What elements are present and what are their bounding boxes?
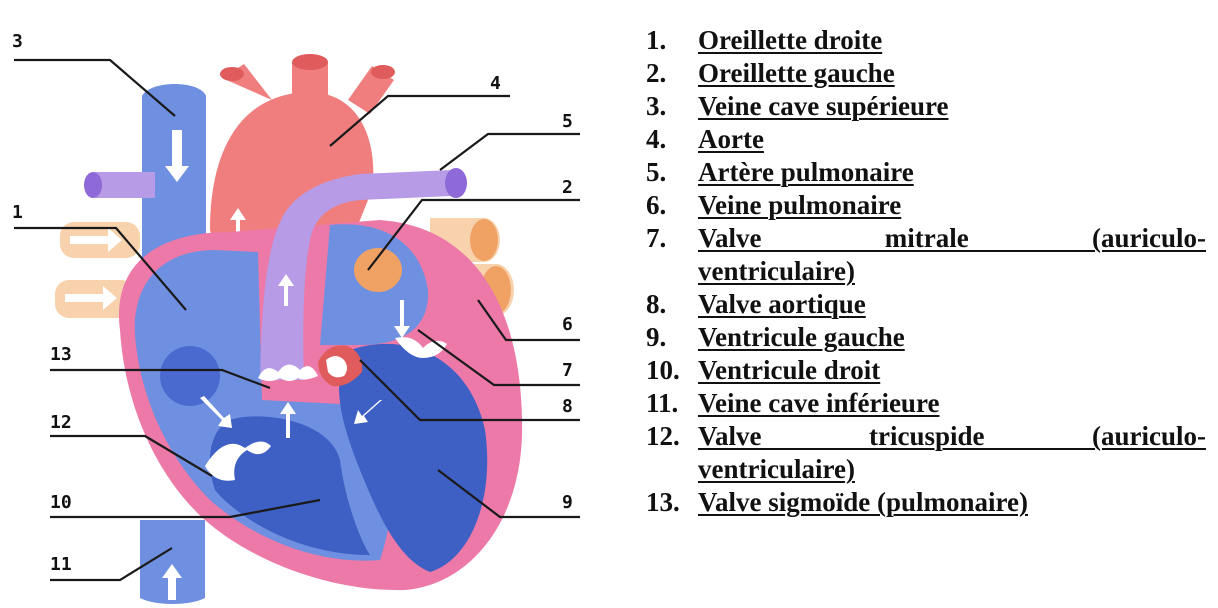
label-1: 1 — [12, 202, 23, 223]
heart-diagram: 3 4 5 2 1 6 13 7 8 12 10 9 11 — [0, 0, 600, 608]
legend-number: 13. — [646, 486, 698, 519]
legend-text-line1: Valve tricuspide (auriculo- — [698, 420, 1206, 453]
legend-number: 8. — [646, 288, 698, 321]
legend-text: Veine cave inférieure — [698, 387, 939, 420]
label-9: 9 — [562, 492, 573, 513]
legend-item-10: 10.Ventricule droit — [646, 354, 1206, 387]
legend-text: Oreillette droite — [698, 24, 882, 57]
legend-text: Ventricule gauche — [698, 321, 905, 354]
label-4: 4 — [490, 73, 501, 94]
label-6: 6 — [562, 314, 573, 335]
legend-item-12: 12.Valve tricuspide (auriculo-ventricula… — [646, 420, 1206, 486]
label-7: 7 — [562, 360, 573, 381]
legend-number: 7. — [646, 222, 698, 288]
label-10: 10 — [50, 492, 72, 513]
legend-item-9: 9.Ventricule gauche — [646, 321, 1206, 354]
legend-number: 4. — [646, 123, 698, 156]
legend-text: Veine pulmonaire — [698, 189, 901, 222]
legend-text: Veine cave supérieure — [698, 90, 948, 123]
legend-number: 9. — [646, 321, 698, 354]
label-5: 5 — [562, 111, 573, 132]
legend-number: 12. — [646, 420, 698, 486]
label-3: 3 — [12, 31, 23, 52]
legend-text: Valve aortique — [698, 288, 866, 321]
legend-number: 11. — [646, 387, 698, 420]
legend-text: Artère pulmonaire — [698, 156, 914, 189]
legend-number: 2. — [646, 57, 698, 90]
label-11: 11 — [50, 554, 72, 575]
legend-item-7: 7.Valve mitrale (auriculo-ventriculaire) — [646, 222, 1206, 288]
legend-item-6: 6.Veine pulmonaire — [646, 189, 1206, 222]
legend-text-line2: ventriculaire) — [698, 255, 1206, 288]
label-8: 8 — [562, 396, 573, 417]
legend-number: 10. — [646, 354, 698, 387]
legend-item-3: 3.Veine cave supérieure — [646, 90, 1206, 123]
legend-text: Aorte — [698, 123, 764, 156]
legend-text: Valve sigmoïde (pulmonaire) — [698, 486, 1028, 519]
legend-item-11: 11.Veine cave inférieure — [646, 387, 1206, 420]
legend-text: Ventricule droit — [698, 354, 880, 387]
legend-item-13: 13.Valve sigmoïde (pulmonaire) — [646, 486, 1206, 519]
legend-text-line2: ventriculaire) — [698, 453, 1206, 486]
legend-list: 1.Oreillette droite 2.Oreillette gauche … — [646, 24, 1206, 519]
legend-number: 3. — [646, 90, 698, 123]
legend-number: 5. — [646, 156, 698, 189]
legend-number: 1. — [646, 24, 698, 57]
label-2: 2 — [562, 177, 573, 198]
legend-item-1: 1.Oreillette droite — [646, 24, 1206, 57]
legend-item-8: 8.Valve aortique — [646, 288, 1206, 321]
legend-number: 6. — [646, 189, 698, 222]
legend-item-4: 4.Aorte — [646, 123, 1206, 156]
legend-text: Oreillette gauche — [698, 57, 895, 90]
legend-item-5: 5.Artère pulmonaire — [646, 156, 1206, 189]
legend-text-line1: Valve mitrale (auriculo- — [698, 222, 1206, 255]
label-13: 13 — [50, 344, 72, 365]
legend-item-2: 2.Oreillette gauche — [646, 57, 1206, 90]
label-12: 12 — [50, 412, 72, 433]
